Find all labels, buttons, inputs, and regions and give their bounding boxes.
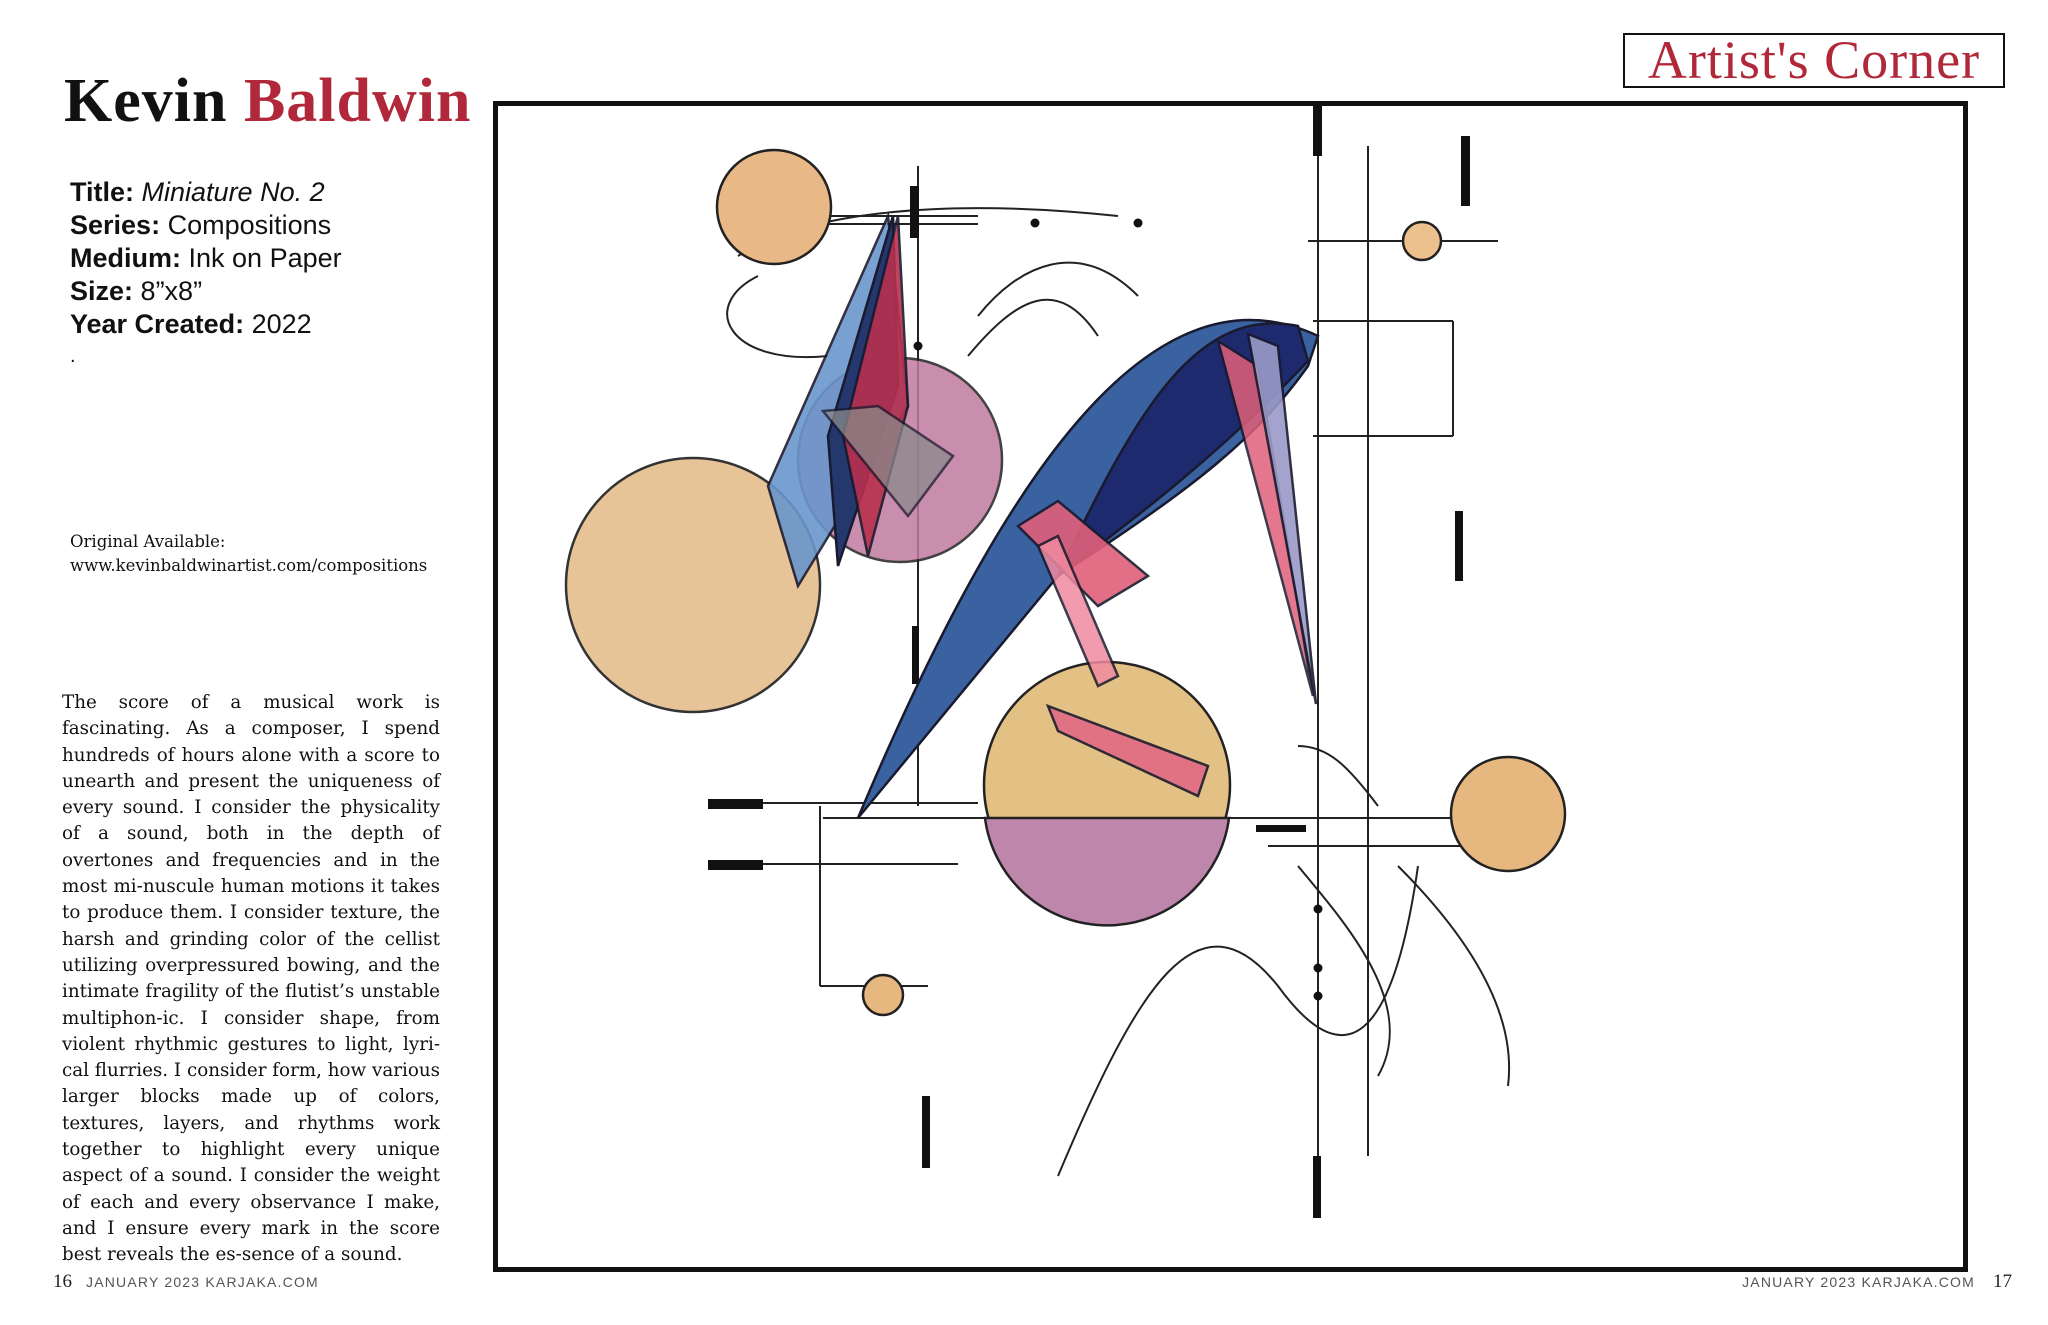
artwork-image: [493, 101, 1968, 1272]
section-title-box: Artist's Corner: [1623, 33, 2005, 88]
series-row: Series: Compositions: [70, 209, 470, 242]
artist-statement: The score of a musical work is fascinati…: [62, 692, 440, 1266]
title-row: Title: Miniature No. 2: [70, 176, 470, 209]
section-title: Artist's Corner: [1647, 30, 1981, 90]
year-value: 2022: [251, 309, 312, 339]
medium-row: Medium: Ink on Paper: [70, 242, 470, 275]
artist-name: Kevin Baldwin: [64, 66, 472, 137]
medium-value: Ink on Paper: [188, 243, 342, 273]
artist-last-name: Baldwin: [243, 67, 472, 135]
footer-left: 16 JANUARY 2023 KARJAKA.COM: [53, 1271, 319, 1293]
page-number-left: 16: [53, 1271, 72, 1292]
series-label: Series:: [70, 210, 161, 240]
availability-label: Original Available:: [70, 532, 226, 551]
footer-right: JANUARY 2023 KARJAKA.COM 17: [1742, 1271, 2012, 1293]
size-label: Size:: [70, 276, 134, 306]
artwork-illustration: [564, 106, 1567, 1218]
title-value: Miniature No. 2: [141, 177, 325, 207]
footer-right-text: JANUARY 2023 KARJAKA.COM: [1742, 1274, 1975, 1290]
series-value: Compositions: [167, 210, 332, 240]
size-value: 8”x8”: [140, 276, 203, 306]
medium-label: Medium:: [70, 243, 181, 273]
year-row: Year Created: 2022: [70, 308, 470, 341]
size-row: Size: 8”x8”: [70, 275, 470, 308]
availability: Original Available: www.kevinbaldwinarti…: [70, 530, 490, 578]
page-number-right: 17: [1993, 1271, 2012, 1292]
artist-first-name: Kevin: [64, 67, 228, 135]
year-label: Year Created:: [70, 309, 245, 339]
stray-dot: .: [70, 345, 76, 367]
artwork-details: Title: Miniature No. 2 Series: Compositi…: [70, 176, 470, 371]
availability-url[interactable]: www.kevinbaldwinartist.com/compositions: [70, 556, 428, 575]
title-label: Title:: [70, 177, 135, 207]
footer-left-text: JANUARY 2023 KARJAKA.COM: [86, 1274, 319, 1290]
